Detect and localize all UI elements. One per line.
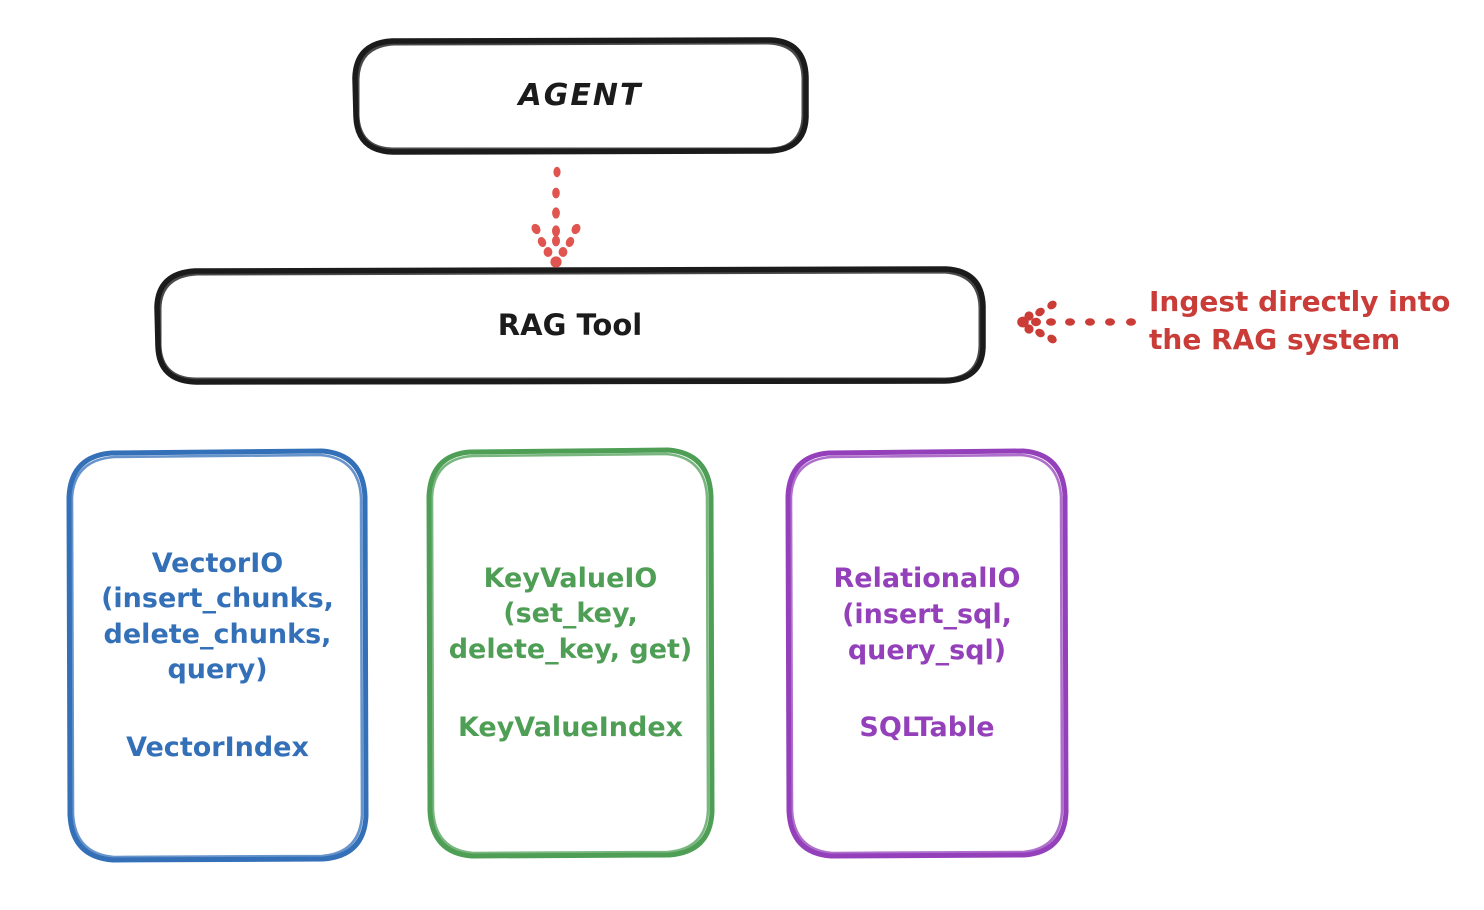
node-relational-io-shape[interactable] [785,448,1069,859]
node-agent-shape[interactable] [352,37,809,155]
edge-ingest-to-rag-tool [1017,300,1136,344]
edge-agent-to-rag-tool [531,166,581,268]
annotation-ingest-note: Ingest directly into the RAG system [1149,285,1451,356]
node-key-value-io-shape[interactable] [426,447,715,859]
node-rag-tool-shape[interactable] [154,266,986,385]
node-vector-io-shape[interactable] [66,448,369,863]
